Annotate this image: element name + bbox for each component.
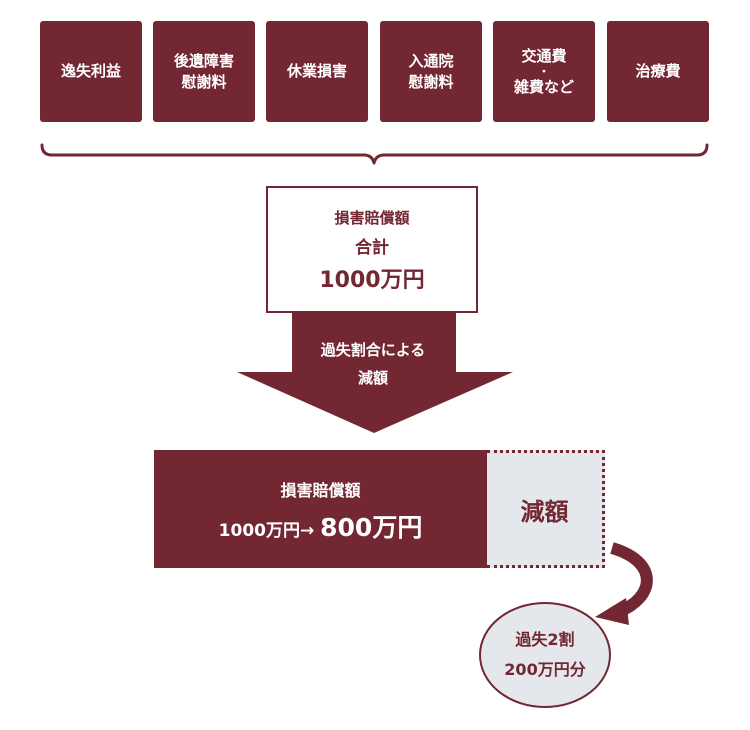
arrow-text-line2: 減額	[357, 369, 388, 387]
result-after-amount: 800万円	[320, 513, 423, 542]
damage-item-box: 逸失利益	[40, 21, 142, 122]
damage-item-label: 交通費	[521, 46, 567, 65]
total-sum-label: 合計	[355, 238, 389, 258]
result-damages-box: 損害賠償額 1000万円→ 800万円	[154, 450, 487, 568]
total-amount: 1000万円	[319, 268, 425, 293]
result-damages-label: 損害賠償額	[280, 481, 361, 500]
damage-item-box: 交通費 ・ 雑費など	[493, 21, 595, 122]
damage-item-label: 入通院	[408, 51, 454, 70]
damage-item-label: 後遺障害	[173, 51, 234, 70]
damage-item-label: 治療費	[635, 62, 681, 80]
total-damages-box: 損害賠償額 合計 1000万円	[266, 186, 478, 313]
damage-item-label: 慰謝料	[408, 72, 454, 91]
total-damages-label: 損害賠償額	[334, 209, 410, 227]
damage-item-box: 後遺障害 慰謝料	[153, 21, 255, 122]
damage-item-separator: ・	[538, 64, 550, 78]
reduction-box: 減額	[487, 450, 605, 568]
grouping-brace	[40, 143, 709, 165]
fault-ratio-amount: 200万円分	[504, 660, 586, 679]
damage-item-box: 治療費	[607, 21, 709, 122]
damage-item-label: 雑費など	[513, 77, 574, 96]
reduction-label: 減額	[520, 497, 569, 526]
curved-arrow-body	[610, 542, 653, 618]
damage-item-box: 入通院 慰謝料	[380, 21, 482, 122]
reduction-down-arrow	[237, 313, 513, 433]
damage-item-label: 逸失利益	[60, 62, 121, 80]
damage-item-box: 休業損害	[266, 21, 368, 122]
arrow-text-line1: 過失割合による	[320, 341, 426, 359]
fault-ratio-label: 過失2割	[515, 630, 575, 649]
fault-ratio-circle: 過失2割 200万円分	[479, 602, 611, 708]
result-before-amount: 1000万円→	[218, 521, 315, 541]
curved-arrow-head	[595, 598, 629, 625]
damage-item-label: 休業損害	[286, 62, 347, 80]
result-amount-line: 1000万円→ 800万円	[154, 508, 487, 544]
damage-item-label: 慰謝料	[181, 72, 227, 91]
